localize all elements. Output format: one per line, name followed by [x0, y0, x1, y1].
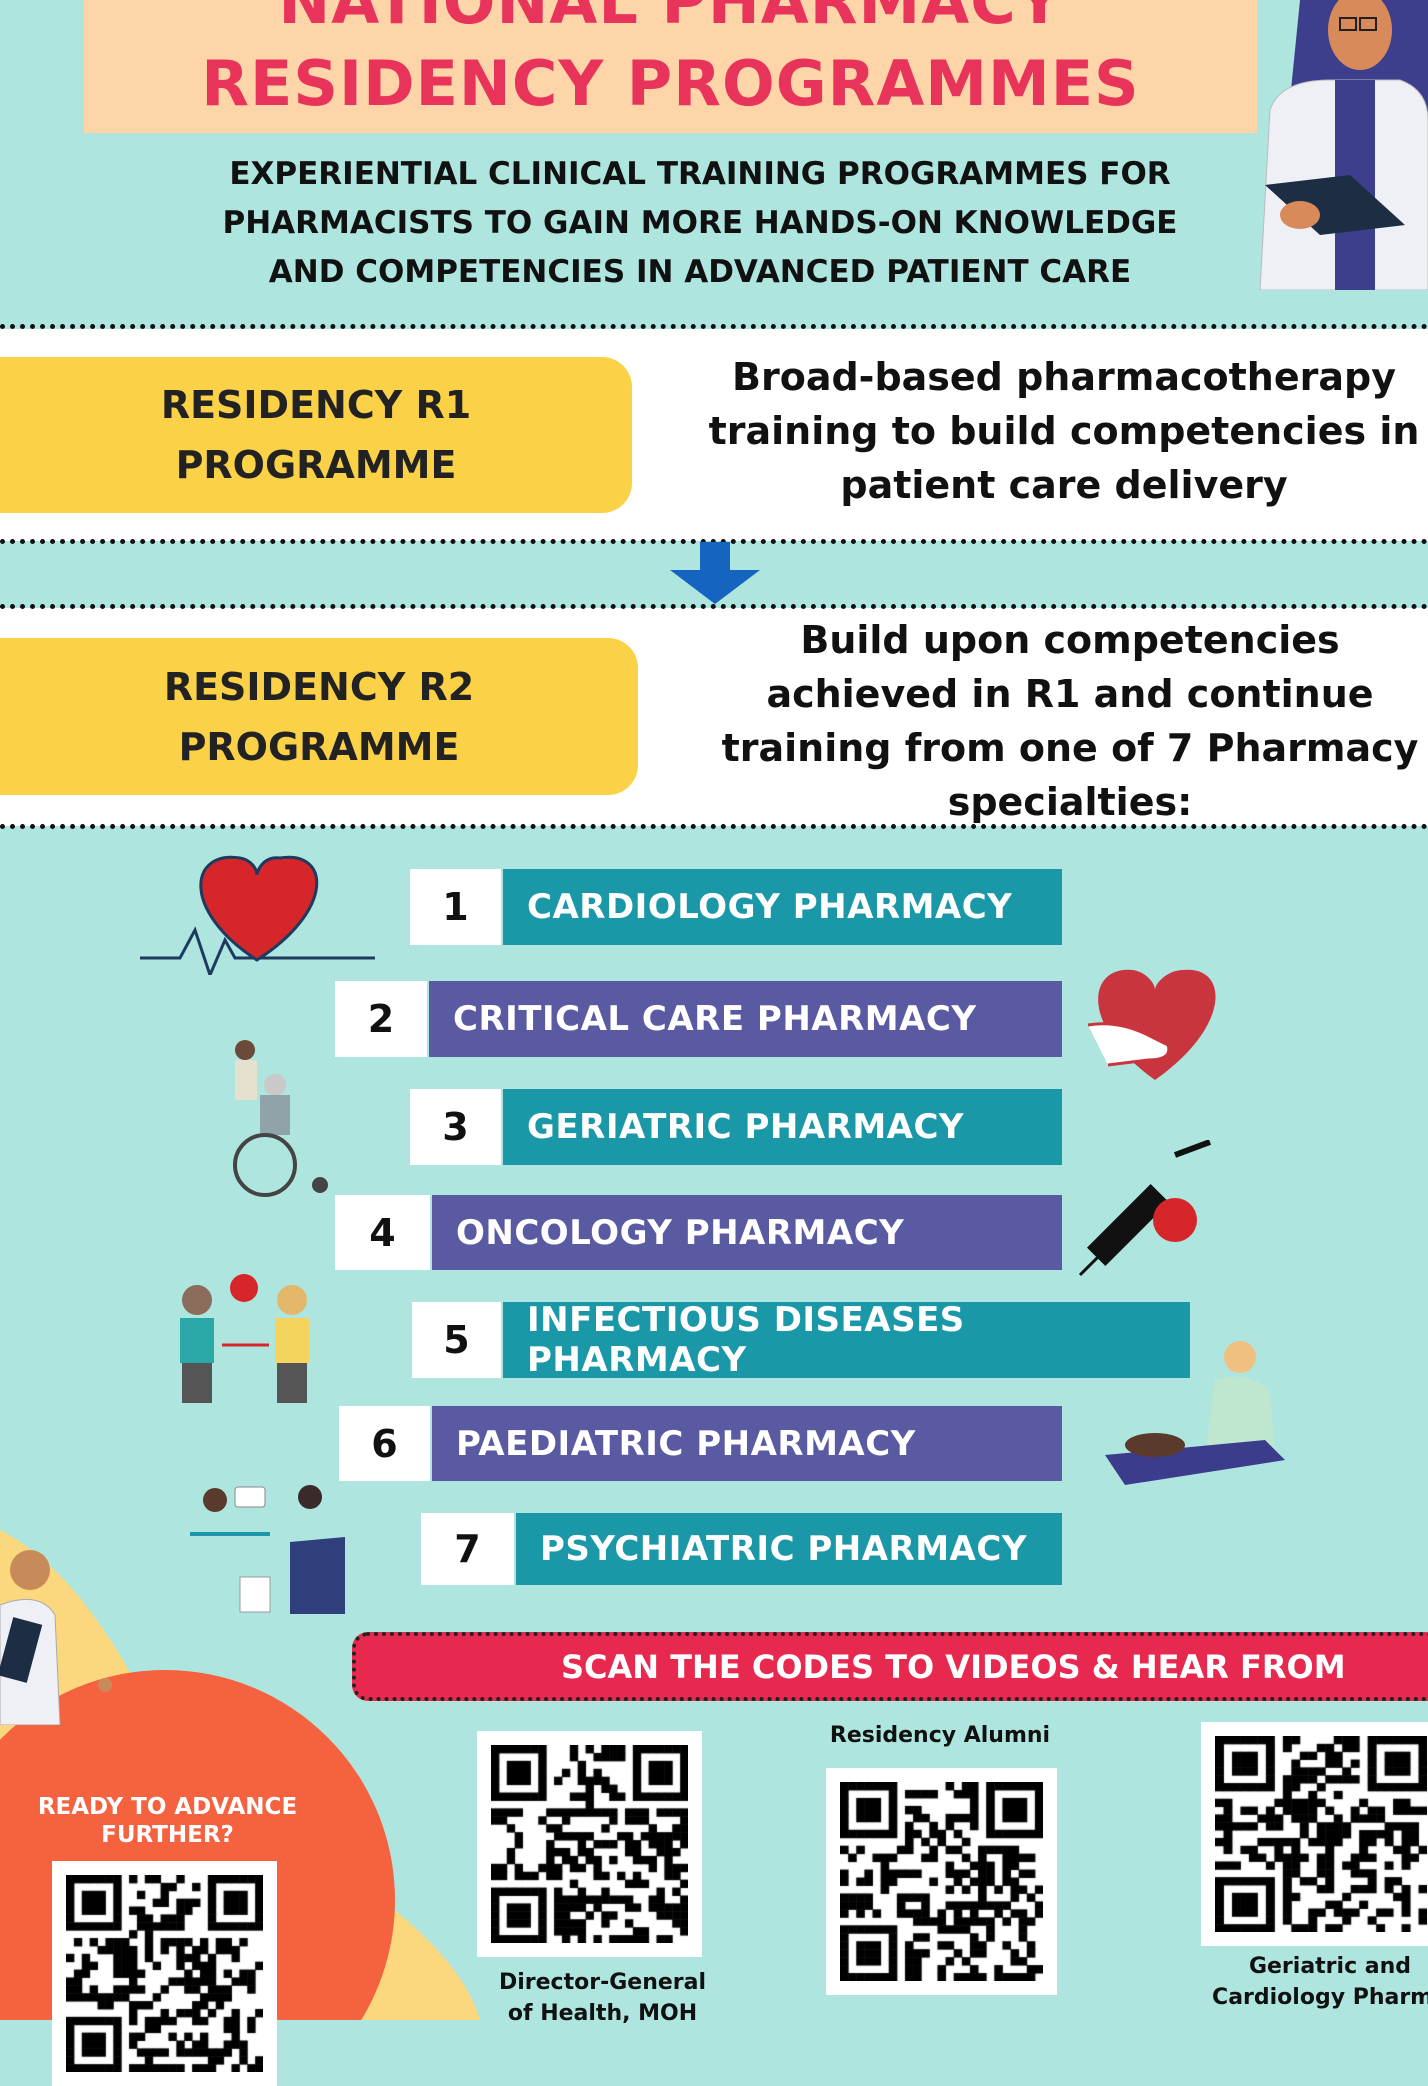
specialty-bar: INFECTIOUS DISEASES PHARMACY [503, 1300, 1190, 1380]
specialty-bar: ONCOLOGY PHARMACY [432, 1195, 1062, 1270]
r2-desc-line: Build upon competencies [800, 618, 1340, 662]
counselling-icon [190, 1485, 345, 1614]
qr-label-line: of Health, MOH [507, 2001, 698, 2026]
r1-description: Broad-based pharmacotherapy training to … [700, 350, 1428, 512]
r1-label-line: RESIDENCY R1 [160, 383, 472, 427]
specialty-number: 2 [335, 981, 427, 1057]
r1-desc-line: patient care delivery [840, 463, 1288, 507]
specialty-number: 3 [410, 1089, 501, 1165]
cta-line: READY TO ADVANCE [37, 1794, 298, 1820]
subtitle-line: PHARMACISTS TO GAIN MORE HANDS-ON KNOWLE… [222, 205, 1178, 241]
doctor-illustration [0, 1550, 112, 1725]
qr-code-alumni[interactable] [826, 1768, 1057, 1995]
title-line-1: NATIONAL PHARMACY [278, 0, 1063, 38]
wheelchair-icon [233, 1040, 328, 1197]
title-line-2: RESIDENCY PROGRAMMES [201, 47, 1140, 120]
r2-label-line: PROGRAMME [178, 724, 460, 769]
divider [0, 604, 1428, 609]
specialty-bar: GERIATRIC PHARMACY [503, 1089, 1062, 1165]
specialty-number: 6 [339, 1406, 430, 1481]
qr-label-line: Cardiology Pharma [1212, 1985, 1428, 2010]
baby-care-icon [1105, 1341, 1285, 1485]
specialty-number: 5 [412, 1302, 501, 1378]
divider [0, 824, 1428, 829]
specialty-number: 4 [335, 1195, 430, 1270]
r1-label-line: PROGRAMME [175, 443, 457, 487]
heart-pulse-icon [140, 855, 375, 975]
r2-desc-line: achieved in R1 and continue [766, 672, 1374, 716]
specialty-bar: CARDIOLOGY PHARMACY [503, 869, 1062, 945]
specialty-bar: PSYCHIATRIC PHARMACY [516, 1513, 1062, 1585]
qr-label-line: Director-General [498, 1970, 707, 1995]
syringe-icon [1078, 1140, 1212, 1277]
specialty-number: 1 [410, 869, 501, 945]
r1-desc-line: training to build competencies in [708, 409, 1420, 453]
subtitle: EXPERIENTIAL CLINICAL TRAINING PROGRAMME… [150, 150, 1250, 297]
qr-code-dg[interactable] [477, 1731, 702, 1957]
divider [0, 539, 1428, 544]
qr-label-line: Geriatric and [1248, 1954, 1412, 1979]
r1-label: RESIDENCY R1 PROGRAMME [0, 357, 632, 513]
r2-desc-line: training from one of 7 Pharmacy [721, 726, 1419, 770]
r1-desc-line: Broad-based pharmacotherapy [732, 355, 1396, 399]
pharmacist-illustration [1259, 0, 1428, 290]
subtitle-line: EXPERIENTIAL CLINICAL TRAINING PROGRAMME… [229, 156, 1171, 192]
qr-code-geriatric[interactable] [1201, 1722, 1428, 1946]
scan-banner: SCAN THE CODES TO VIDEOS & HEAR FROM [352, 1632, 1428, 1701]
specialty-bar: CRITICAL CARE PHARMACY [429, 981, 1062, 1057]
qr-pattern [840, 1782, 1043, 1981]
title-box: NATIONAL PHARMACY RESIDENCY PROGRAMMES [84, 0, 1257, 133]
specialty-number: 7 [421, 1513, 514, 1585]
qr-code-apply[interactable] [52, 1861, 277, 2086]
r2-description: Build upon competencies achieved in R1 a… [720, 613, 1420, 829]
heart-hands-icon [1087, 969, 1216, 1080]
distancing-icon [180, 1274, 309, 1403]
qr-pattern [491, 1745, 688, 1943]
specialty-bar: PAEDIATRIC PHARMACY [432, 1406, 1062, 1481]
r2-label-line: RESIDENCY R2 [163, 664, 475, 709]
qr-pattern [1215, 1736, 1427, 1932]
subtitle-line: AND COMPETENCIES IN ADVANCED PATIENT CAR… [268, 254, 1132, 290]
qr-label-alumni: Residency Alumni [829, 1723, 1051, 1748]
cta-line: FURTHER? [101, 1822, 234, 1848]
qr-pattern [66, 1875, 263, 2072]
arrow-down-icon [670, 542, 760, 604]
divider [0, 324, 1428, 329]
r2-desc-line: specialties: [947, 780, 1193, 824]
r2-label: RESIDENCY R2 PROGRAMME [0, 638, 638, 795]
